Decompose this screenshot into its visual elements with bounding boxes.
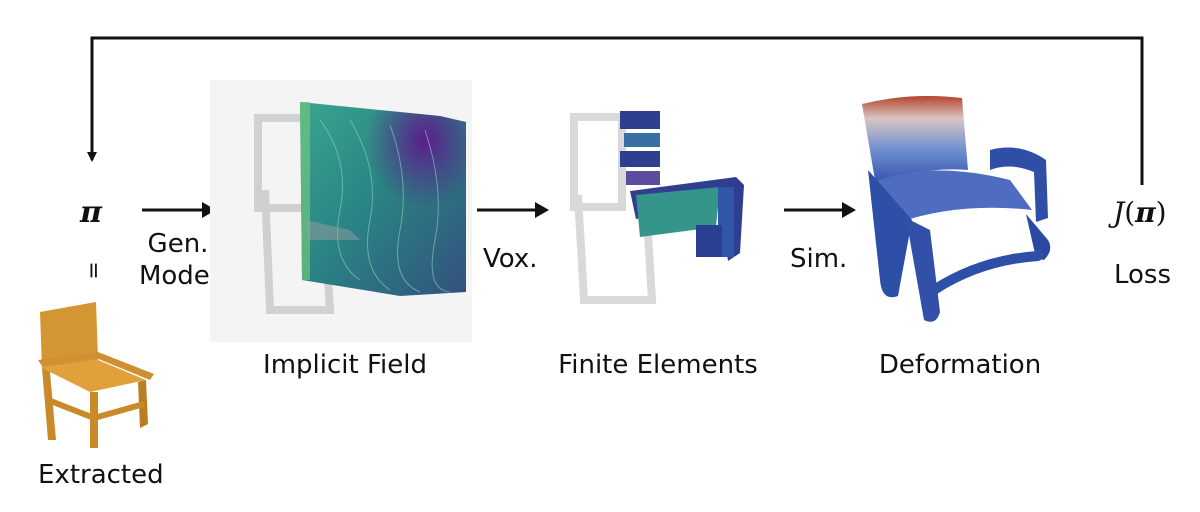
loss-expression-J: J xyxy=(1113,196,1125,229)
loss-expression-close: ) xyxy=(1155,196,1167,229)
deformation-render xyxy=(862,96,1051,322)
label-sim: Sim. xyxy=(790,244,848,274)
label-gen-model: Gen. Model xyxy=(128,228,228,292)
arrow-gen-model xyxy=(142,202,216,218)
caption-deformation: Deformation xyxy=(878,350,1042,380)
pi-symbol: π xyxy=(80,195,102,230)
arrow-sim xyxy=(784,202,856,218)
gen-model-line2: Model xyxy=(138,261,218,291)
arrow-vox xyxy=(477,202,549,218)
label-vox: Vox. xyxy=(483,244,538,274)
gen-model-line1: Gen. xyxy=(147,229,209,259)
loss-expression-pi: π xyxy=(1135,196,1156,229)
caption-implicit-field: Implicit Field xyxy=(263,350,427,380)
extracted-chair-image xyxy=(38,302,154,448)
equals-sign: = xyxy=(80,261,106,280)
caption-finite-elements: Finite Elements xyxy=(558,350,758,380)
implicit-field-render xyxy=(254,102,466,314)
finite-elements-render xyxy=(570,111,744,304)
loss-expression-open: ( xyxy=(1124,196,1136,229)
label-loss: Loss xyxy=(1114,260,1172,290)
caption-extracted: Extracted xyxy=(38,460,164,490)
loss-expression: J(π) xyxy=(1113,196,1167,229)
